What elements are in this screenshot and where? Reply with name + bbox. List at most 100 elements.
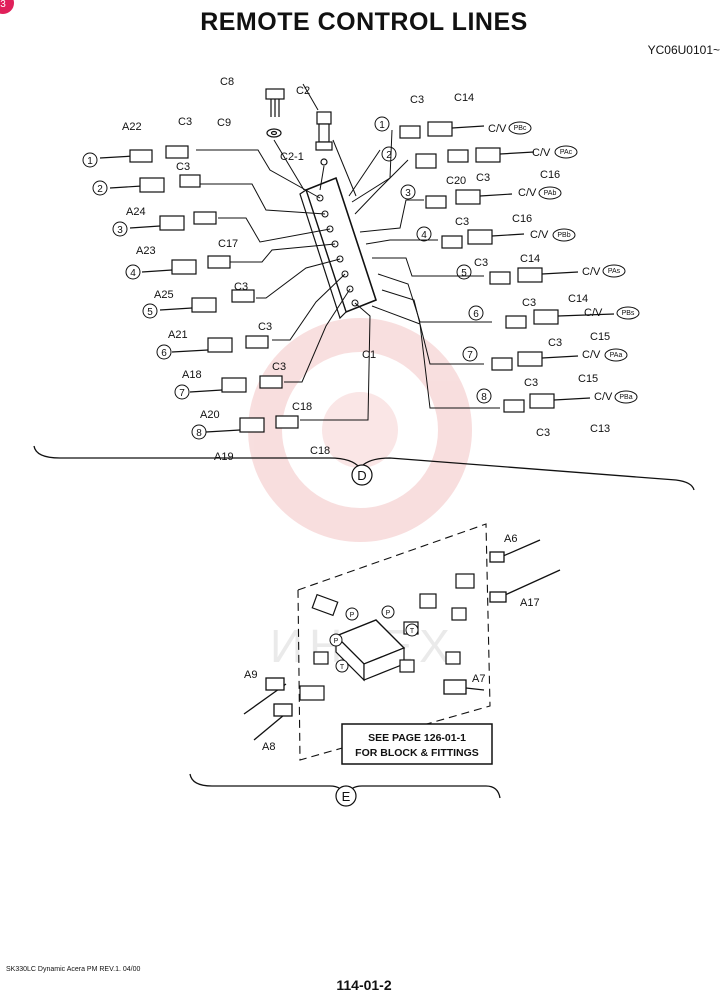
cv-r4: C/V <box>530 229 549 241</box>
fitting-c2 <box>315 111 333 151</box>
label-c3-r2: C3 <box>476 172 490 184</box>
fitting-c3-l4 <box>207 255 231 269</box>
hose-a24 <box>109 177 165 193</box>
label-c20: C20 <box>446 175 466 187</box>
cv-r8: C/V <box>594 391 613 403</box>
left-port-numbers <box>82 152 207 440</box>
chip-paa: PAa <box>610 352 623 359</box>
right-num-4: 4 <box>421 230 427 241</box>
fitting-c3-l1 <box>165 145 189 159</box>
label-c3-l1: C3 <box>178 116 192 128</box>
fitting-c3-l6 <box>245 335 269 349</box>
label-c15-r7: C15 <box>578 373 598 385</box>
left-num-4: 4 <box>130 268 136 279</box>
section-e-dashed-outline <box>297 523 491 761</box>
fitting-c18-l8 <box>275 415 299 429</box>
hose-a25 <box>141 259 197 275</box>
chip-pbb: PBb <box>557 232 570 239</box>
label-a7: A7 <box>472 673 485 685</box>
chip-pba: PBa <box>619 394 632 401</box>
label-c14-r5: C14 <box>568 293 588 305</box>
port-letter-circles <box>329 605 419 673</box>
label-c3-l4: C3 <box>234 281 248 293</box>
label-c13-r8: C13 <box>590 423 610 435</box>
hose-a23 <box>129 215 185 231</box>
right-connection-lines <box>351 129 500 409</box>
footer-revision: SK330LC Dynamic Acera PM REV.1. 04/00 <box>6 966 141 973</box>
label-c3-l2: C3 <box>176 161 190 173</box>
left-num-5: 5 <box>147 307 153 318</box>
note-line-2: FOR BLOCK & FITTINGS <box>355 747 479 759</box>
right-num-7: 7 <box>467 350 473 361</box>
cv-r7: C/V <box>582 349 601 361</box>
left-num-8: 8 <box>196 428 202 439</box>
label-c2-1: C2-1 <box>280 151 304 163</box>
chip-pac: PAc <box>560 149 573 156</box>
label-a20: A20 <box>200 409 220 421</box>
label-c2: C2 <box>296 85 310 97</box>
section-e-labels: A6 A17 A9 A8 A7 P P P T T SEE PAGE 126-0… <box>244 533 540 807</box>
cv-r2: C/V <box>532 147 551 159</box>
left-num-1: 1 <box>87 156 93 167</box>
hose-a18 <box>171 337 233 353</box>
label-c3-r4: C3 <box>474 257 488 269</box>
right-num-1: 1 <box>379 120 385 131</box>
chip-pas: PAs <box>608 268 621 275</box>
label-c3-r7: C3 <box>524 377 538 389</box>
label-a22: A22 <box>122 121 142 133</box>
left-num-7: 7 <box>179 388 185 399</box>
right-port-numbers <box>374 116 492 404</box>
hose-a22 <box>99 149 153 163</box>
label-c3-l6: C3 <box>272 361 286 373</box>
note-line-1: SEE PAGE 126-01-1 <box>368 732 466 744</box>
label-c1: C1 <box>362 349 376 361</box>
label-c3-r5: C3 <box>522 297 536 309</box>
label-c3-r1: C3 <box>410 94 424 106</box>
port-t-2: T <box>340 664 345 671</box>
label-c18-l7: C18 <box>292 401 312 413</box>
label-c9: C9 <box>217 117 231 129</box>
page-number: 114-01-2 <box>336 977 392 993</box>
label-a17: A17 <box>520 597 540 609</box>
corner-badge: 3 <box>0 0 14 14</box>
left-num-6: 6 <box>161 348 167 359</box>
left-connection-lines <box>196 149 371 421</box>
section-d-labels: C8 C2 C9 C2-1 C1 1 2 3 4 5 6 7 8 A22 C3 … <box>82 76 640 486</box>
hose-a19 <box>205 417 265 433</box>
label-c3-r8: C3 <box>536 427 550 439</box>
label-a24: A24 <box>126 206 146 218</box>
chip-pab: PAb <box>544 190 557 197</box>
washer-c9 <box>266 128 282 138</box>
label-a19: A19 <box>214 451 234 463</box>
fitting-c3-l2 <box>179 174 201 188</box>
label-a6: A6 <box>504 533 517 545</box>
label-c17: C17 <box>218 238 238 250</box>
fitting-c18-l7 <box>259 375 283 389</box>
cv-r1: C/V <box>488 123 507 135</box>
label-c14-r4: C14 <box>520 253 540 265</box>
label-a18: A18 <box>182 369 202 381</box>
port-p-1: P <box>350 612 355 619</box>
section-d <box>33 83 695 491</box>
label-a9: A9 <box>244 669 257 681</box>
cv-r5: C/V <box>582 266 601 278</box>
o-ring-c2-1 <box>320 158 328 166</box>
left-hoses <box>99 145 299 433</box>
fitting-c17 <box>193 211 217 225</box>
cv-chips <box>508 121 640 404</box>
cv-r3: C/V <box>518 187 537 199</box>
hose-a20 <box>189 377 247 393</box>
section-d-marker: D <box>357 468 366 483</box>
right-num-6: 6 <box>473 309 479 320</box>
right-num-5: 5 <box>461 268 467 279</box>
chip-pbc: PBc <box>514 125 527 132</box>
note-box <box>341 723 493 765</box>
cv-r6: C/V <box>584 307 603 319</box>
bolt-c8 <box>265 88 285 117</box>
port-p-3: P <box>334 638 339 645</box>
chip-pbs: PBs <box>622 310 635 317</box>
right-num-8: 8 <box>481 392 487 403</box>
hose-a21 <box>159 297 217 313</box>
label-c3-r3: C3 <box>455 216 469 228</box>
